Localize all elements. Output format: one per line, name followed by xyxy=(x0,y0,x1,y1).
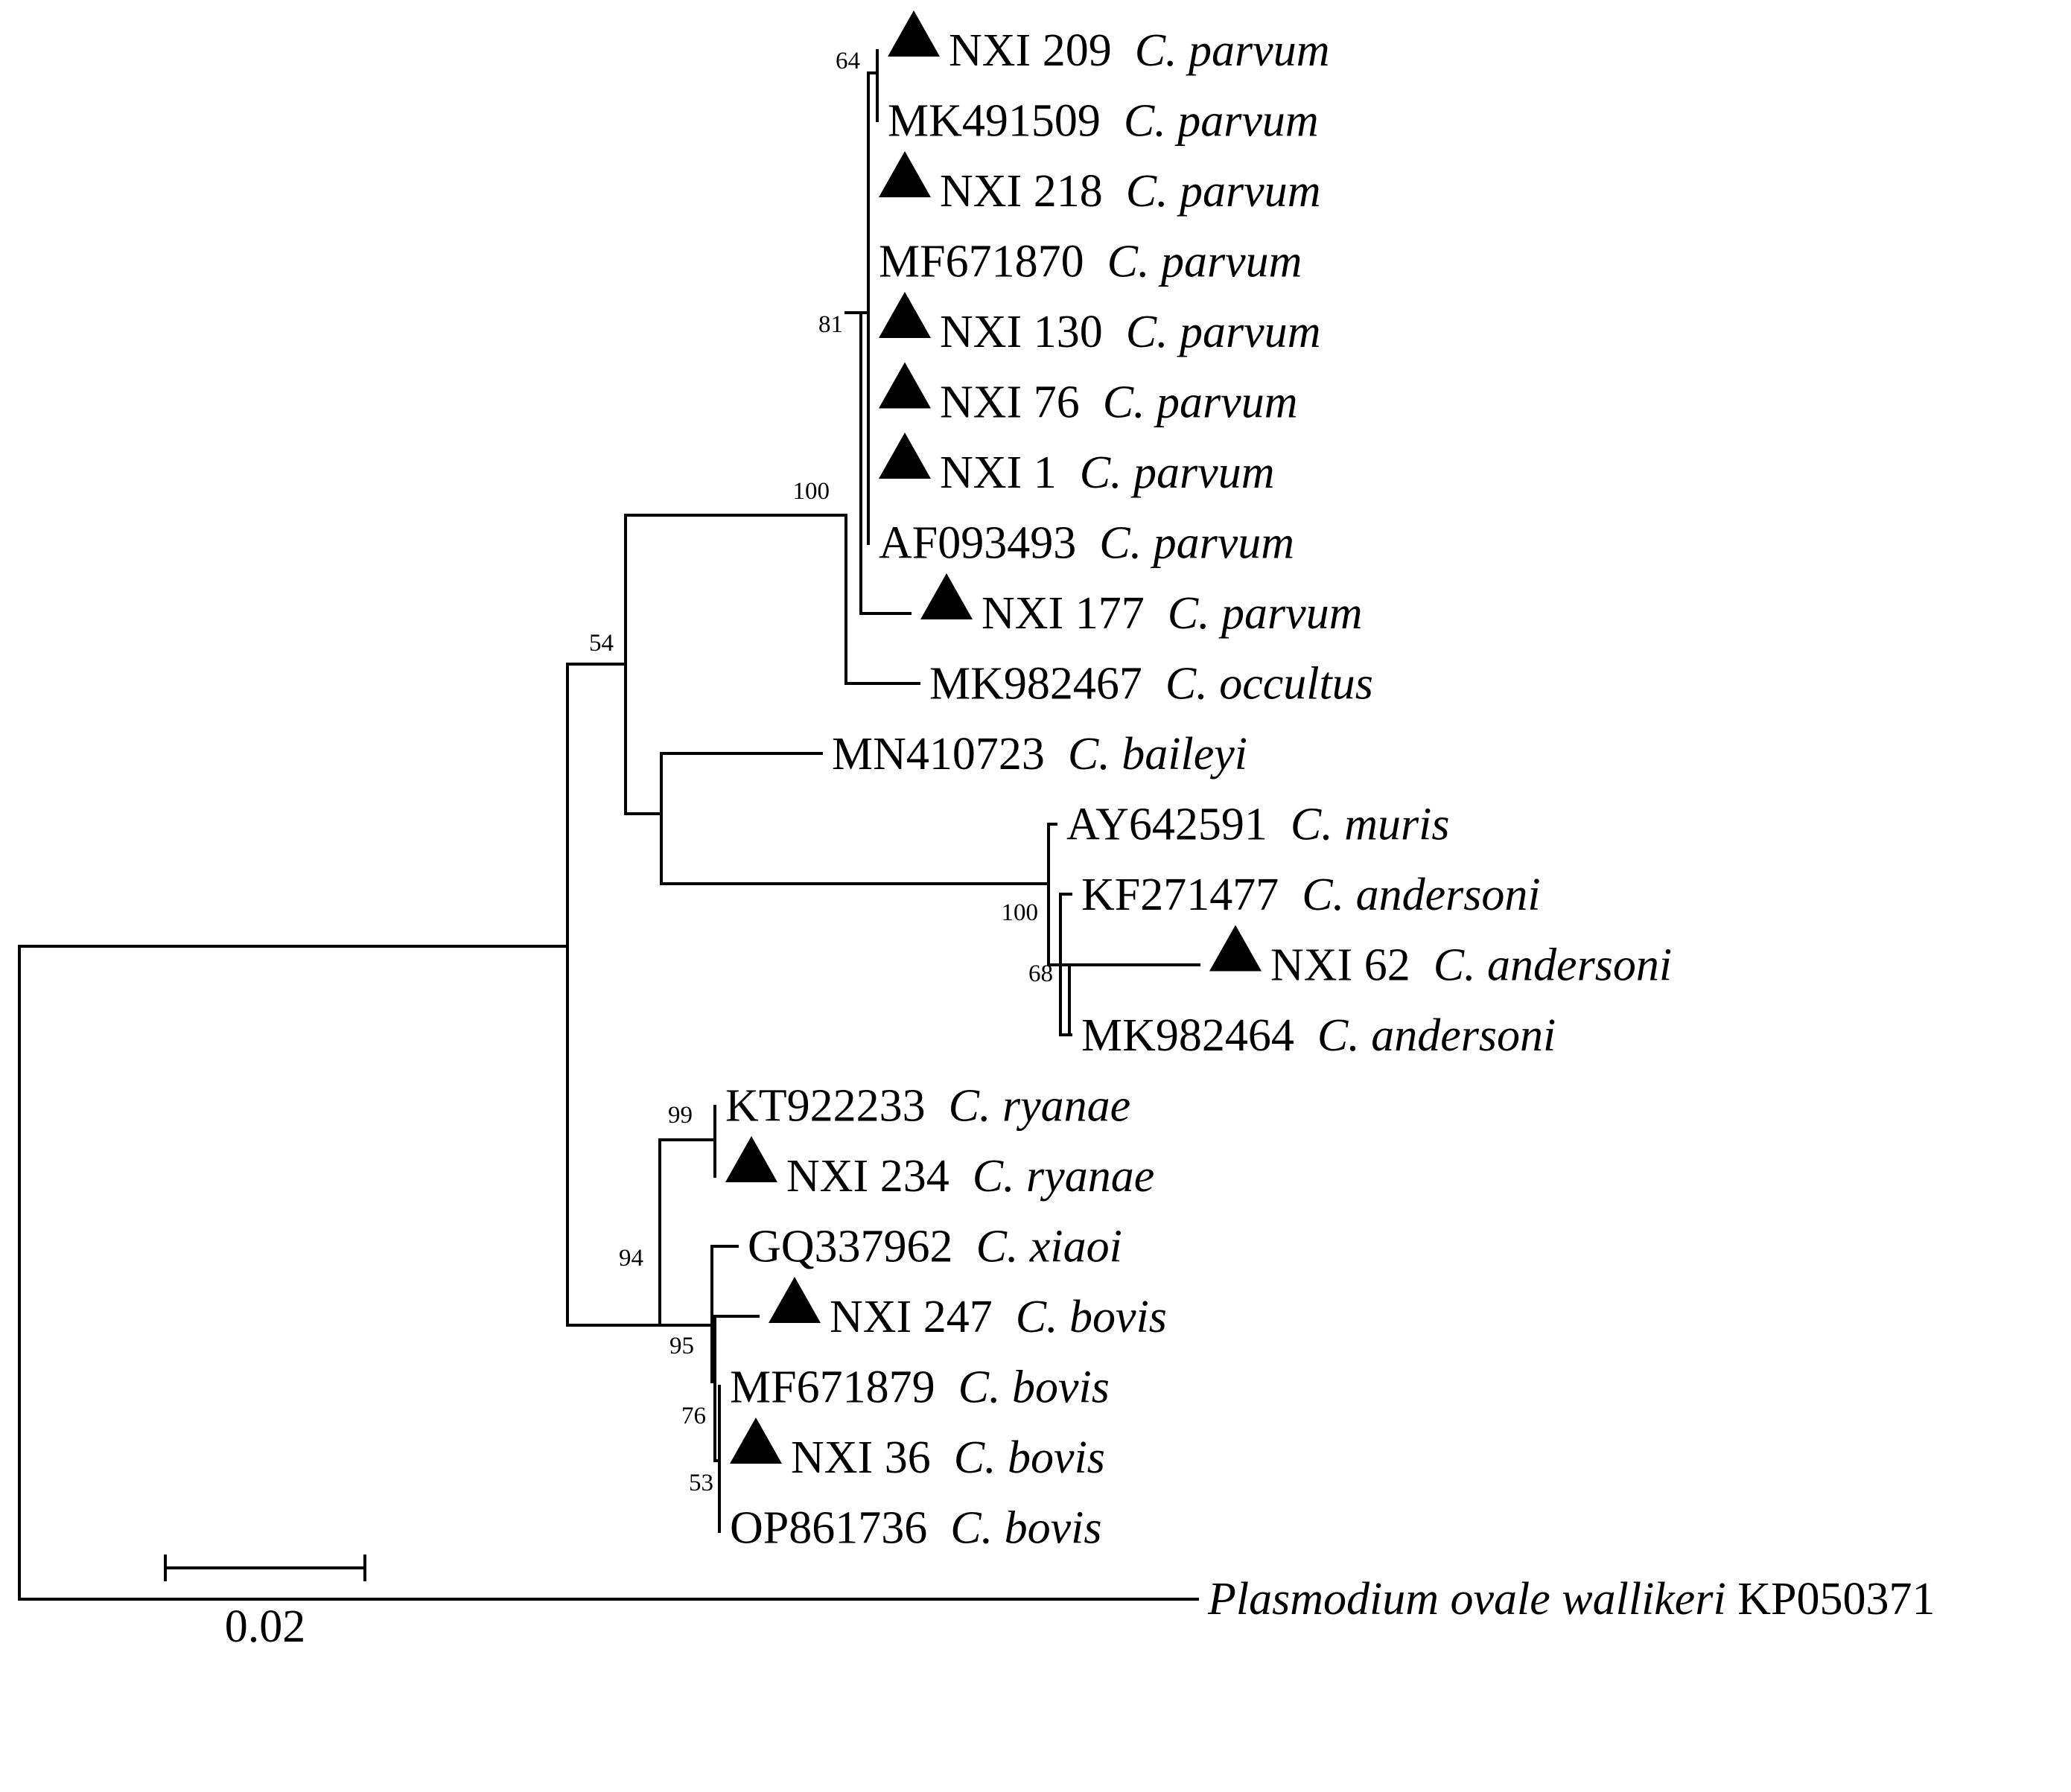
leaf-accession: AY642591 xyxy=(1066,800,1267,850)
triangle-marker-icon xyxy=(879,292,931,338)
leaf-accession: KP050371 xyxy=(1726,1574,1935,1624)
leaf-label: NXI 130 C. parvum xyxy=(940,307,1320,357)
leaf-accession: NXI 247 xyxy=(830,1292,993,1342)
leaf-label: NXI 36 C. bovis xyxy=(791,1432,1105,1483)
leaf-label: OP861736 C. bovis xyxy=(730,1503,1102,1554)
bootstrap-value: 95 xyxy=(669,1333,694,1359)
leaf-species: C. parvum xyxy=(1080,377,1298,428)
triangle-marker-icon xyxy=(879,362,931,409)
scale-bar: 0.02 xyxy=(164,1555,366,1652)
leaf-species: C. andersoni xyxy=(1294,1010,1556,1061)
leaf-label: GQ337962 C. xiaoi xyxy=(748,1222,1122,1272)
leaf-species: C. parvum xyxy=(1112,25,1330,76)
triangle-marker-icon xyxy=(1209,925,1262,972)
leaf-species: C. parvum xyxy=(1084,237,1302,287)
leaf-label: MF671879 C. bovis xyxy=(730,1362,1110,1413)
leaf-accession: MF671879 xyxy=(730,1362,935,1413)
leaf-label: MK982467 C. occultus xyxy=(929,659,1373,710)
bootstrap-value: 76 xyxy=(681,1403,706,1429)
leaf-label: NXI 1 C. parvum xyxy=(940,447,1274,498)
triangle-marker-icon xyxy=(879,151,931,197)
leaf-label: NXI 177 C. parvum xyxy=(982,588,1362,639)
leaf-label: NXI 247 C. bovis xyxy=(830,1292,1167,1342)
leaf-accession: AF093493 xyxy=(879,518,1076,569)
leaf-accession: NXI 36 xyxy=(791,1432,931,1483)
bootstrap-values: 64 81 100 54 100 68 99 94 95 76 53 xyxy=(589,48,1053,1496)
leaf-accession: KT922233 xyxy=(725,1081,926,1132)
triangle-marker-icon xyxy=(879,433,931,479)
bootstrap-value: 100 xyxy=(1002,899,1039,926)
leaf-label: Plasmodium ovale wallikeri KP050371 xyxy=(1207,1574,1935,1624)
leaf-label: NXI 218 C. parvum xyxy=(940,166,1320,217)
leaf-species: C. andersoni xyxy=(1410,940,1672,991)
bootstrap-value: 100 xyxy=(793,478,830,505)
leaf-species: C. parvum xyxy=(1145,588,1363,639)
leaf-accession: NXI 234 xyxy=(786,1151,949,1202)
leaf-accession: GQ337962 xyxy=(748,1222,953,1272)
leaf-species: C. baileyi xyxy=(1045,729,1247,779)
leaf-species: C. bovis xyxy=(935,1362,1110,1413)
leaf-species: C. muris xyxy=(1267,800,1450,850)
leaf-species: C. parvum xyxy=(1057,447,1275,498)
leaf-species: C. bovis xyxy=(993,1292,1167,1342)
leaf-label: NXI 209 C. parvum xyxy=(949,25,1329,76)
triangle-marker-icon xyxy=(920,573,973,619)
leaf-accession: NXI 177 xyxy=(982,588,1145,639)
leaf-accession: MF671870 xyxy=(879,237,1084,287)
bootstrap-value: 54 xyxy=(589,630,614,657)
triangle-marker-icon xyxy=(725,1136,777,1182)
triangle-marker-icon xyxy=(888,10,940,57)
leaf-label: MN410723 C. baileyi xyxy=(832,729,1247,779)
leaf-label: MK982464 C. andersoni xyxy=(1081,1010,1556,1061)
leaf-species: C. parvum xyxy=(1103,166,1321,217)
leaf-species: C. parvum xyxy=(1101,96,1319,147)
leaf-accession: KF271477 xyxy=(1081,870,1279,920)
leaf-label: MF671870 C. parvum xyxy=(879,237,1302,287)
leaf-species: C. xiaoi xyxy=(953,1222,1122,1272)
leaf-label: KT922233 C. ryanae xyxy=(725,1081,1130,1132)
leaf-species: C. ryanae xyxy=(926,1081,1131,1132)
leaf-accession: MK982464 xyxy=(1081,1010,1294,1061)
leaf-label: NXI 234 C. ryanae xyxy=(786,1151,1154,1202)
leaf-accession: NXI 218 xyxy=(940,166,1103,217)
leaf-species: Plasmodium ovale wallikeri xyxy=(1207,1574,1726,1624)
bootstrap-value: 81 xyxy=(818,311,843,338)
bootstrap-value: 68 xyxy=(1028,960,1053,987)
leaf-species: C. parvum xyxy=(1076,518,1294,569)
bootstrap-value: 99 xyxy=(668,1102,693,1129)
leaf-label: MK491509 C. parvum xyxy=(888,96,1319,147)
leaf-accession: NXI 76 xyxy=(940,377,1080,428)
triangle-marker-icon xyxy=(769,1277,821,1323)
leaf-label: AF093493 C. parvum xyxy=(879,518,1294,569)
bootstrap-value: 94 xyxy=(619,1245,643,1272)
bootstrap-value: 53 xyxy=(689,1470,713,1496)
leaf-label: AY642591 C. muris xyxy=(1066,800,1449,850)
leaf-accession: MK982467 xyxy=(929,659,1142,710)
leaf-species: C. bovis xyxy=(927,1503,1101,1554)
leaf-accession: OP861736 xyxy=(730,1503,927,1554)
leaf-label: KF271477 C. andersoni xyxy=(1081,870,1541,920)
leaf-accession: MN410723 xyxy=(832,729,1045,779)
leaf-accession: NXI 130 xyxy=(940,307,1103,357)
leaf-species: C. parvum xyxy=(1103,307,1321,357)
leaf-accession: NXI 1 xyxy=(940,447,1057,498)
tree-branches xyxy=(18,49,1200,1601)
leaf-label: NXI 62 C. andersoni xyxy=(1270,940,1672,991)
bootstrap-value: 64 xyxy=(836,48,860,74)
leaf-species: C. ryanae xyxy=(949,1151,1155,1202)
leaf-accession: MK491509 xyxy=(888,96,1101,147)
leaf-accession: NXI 62 xyxy=(1270,940,1410,991)
scale-bar-label: 0.02 xyxy=(225,1601,306,1652)
leaf-species: C. andersoni xyxy=(1279,870,1540,920)
leaf-label: NXI 76 C. parvum xyxy=(940,377,1297,428)
triangle-marker-icon xyxy=(730,1418,782,1464)
leaf-accession: NXI 209 xyxy=(949,25,1112,76)
leaf-species: C. occultus xyxy=(1142,659,1373,710)
isolate-markers xyxy=(725,10,1262,1464)
leaf-species: C. bovis xyxy=(931,1432,1105,1483)
